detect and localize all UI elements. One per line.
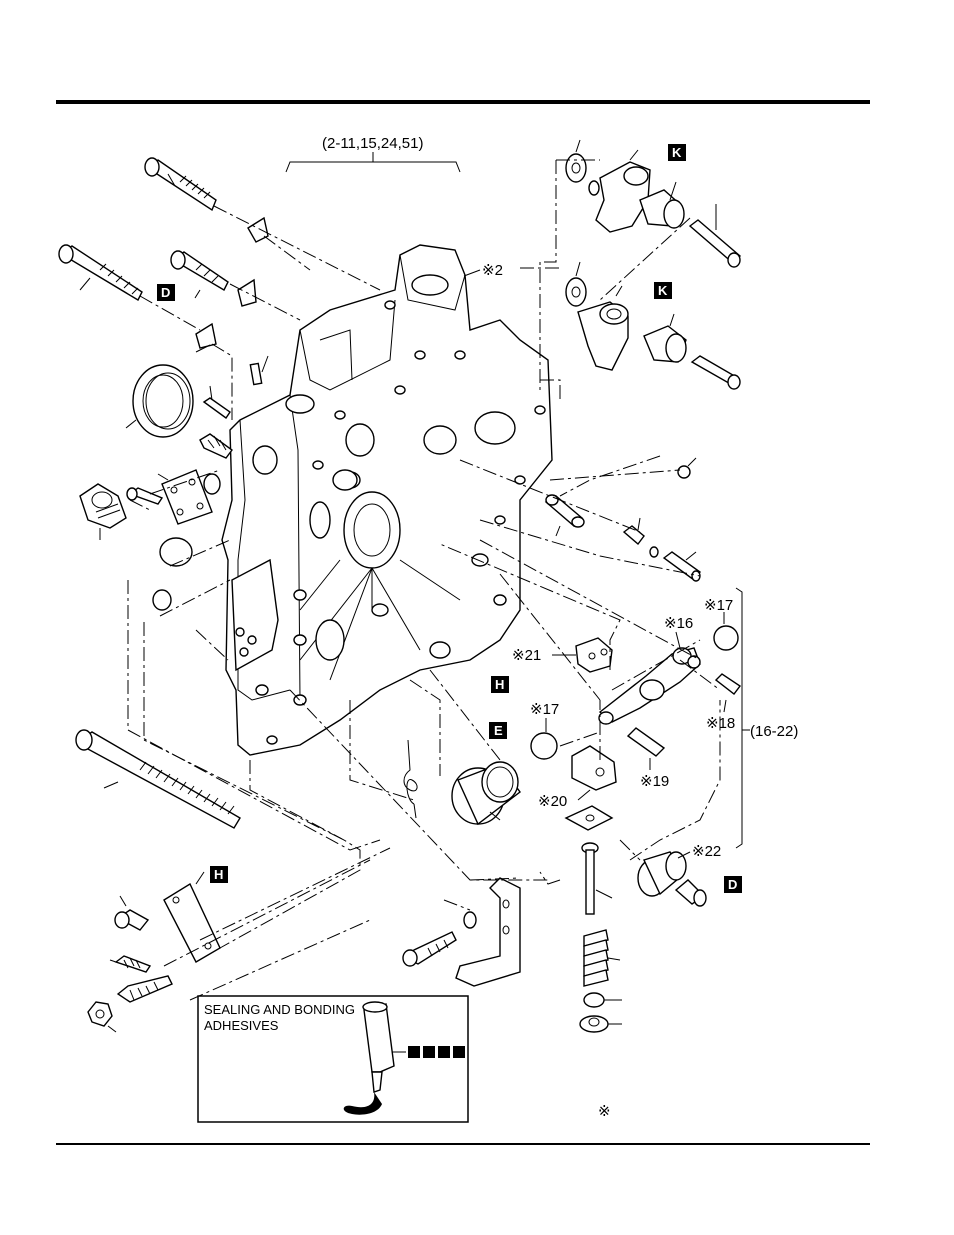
adhesive-legend: SEALING AND BONDING ADHESIVES	[198, 996, 468, 1122]
small-cap	[678, 466, 690, 478]
washer-bracket	[464, 912, 476, 928]
legend-title-line1: SEALING AND BONDING	[204, 1002, 355, 1017]
o-ring-small-2	[153, 590, 171, 610]
group-label-right: (16-22)	[750, 723, 798, 740]
label-part-16: ※16	[664, 615, 693, 632]
bolt-short	[171, 251, 228, 290]
bottom-cover-plate	[164, 872, 220, 962]
lever-arm-16	[599, 648, 700, 724]
stud-2	[118, 976, 172, 1002]
group-label-top: (2-11,15,24,51)	[322, 135, 423, 152]
k-assembly-lower	[566, 262, 740, 389]
o-ring-small-1	[204, 474, 220, 494]
note-mark: ※	[598, 1103, 611, 1120]
filler-plug	[80, 484, 126, 540]
legend-title-line2: ADHESIVES	[204, 1018, 279, 1033]
stud-1	[110, 956, 150, 972]
label-part-19: ※19	[640, 773, 669, 790]
oil-seal	[126, 365, 193, 437]
svg-text:K: K	[658, 283, 668, 298]
top-rule	[56, 100, 870, 104]
small-ring	[650, 547, 658, 557]
label-part-22: ※22	[692, 843, 721, 860]
bottom-rule	[56, 1143, 870, 1145]
label-part-17-lower: ※17	[530, 701, 559, 718]
label-part-2: ※2	[482, 262, 503, 279]
bushing	[452, 762, 520, 824]
coil-spring	[584, 930, 620, 986]
o-ring-large	[160, 538, 192, 566]
roller-17-lower	[531, 733, 557, 759]
bracket-20	[572, 746, 616, 790]
long-stud-bolt	[76, 730, 240, 828]
torsion-spring	[404, 740, 417, 818]
washer-bottom	[584, 993, 604, 1007]
set-screw-1	[250, 356, 268, 385]
bolt-long-top	[145, 158, 216, 210]
valve-stem	[582, 843, 612, 914]
roller-17-upper	[714, 626, 738, 650]
cap-screw-1	[115, 896, 148, 930]
label-part-20: ※20	[538, 793, 567, 810]
clip-21	[576, 638, 612, 672]
pin-19	[628, 728, 664, 756]
cap-screw-2	[403, 932, 456, 966]
svg-text:K: K	[672, 145, 682, 160]
svg-text:H: H	[214, 867, 223, 882]
spring-seat	[580, 1016, 622, 1032]
group-bracket-top	[286, 152, 460, 172]
svg-text:H: H	[495, 677, 504, 692]
bolt-long-mid	[59, 245, 142, 300]
square-plate	[566, 806, 612, 830]
pin-long	[664, 552, 700, 581]
hex-nut	[88, 1002, 116, 1032]
pin-18	[716, 674, 740, 694]
flat-screw	[676, 880, 706, 906]
svg-text:E: E	[494, 723, 503, 738]
washer-1	[248, 218, 268, 242]
pin-short	[624, 518, 644, 544]
svg-text:D: D	[728, 877, 737, 892]
label-part-18: ※18	[706, 715, 735, 732]
label-part-21: ※21	[512, 647, 541, 664]
l-bracket	[456, 878, 520, 986]
label-part-17-upper: ※17	[704, 597, 733, 614]
pin-sleeve	[546, 495, 584, 536]
cover-plate	[158, 470, 212, 524]
group-bracket-right	[736, 588, 750, 848]
plug-1	[200, 434, 232, 458]
k-assembly-upper	[566, 140, 740, 267]
svg-text:D: D	[161, 285, 170, 300]
set-screw-2	[204, 386, 230, 418]
